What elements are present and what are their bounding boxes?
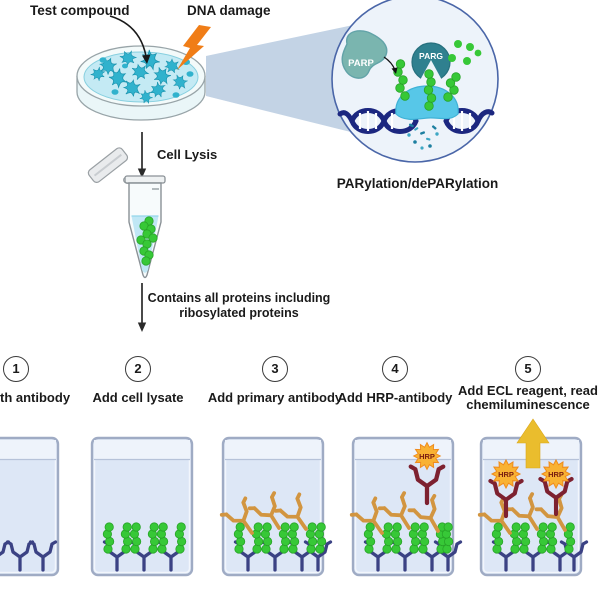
inset-circle: PARP PARG	[331, 0, 499, 163]
hrp-bursts: HRP HRP HRP	[413, 442, 571, 489]
step-2-label: Add cell lysate	[92, 390, 184, 405]
microcentrifuge-tube	[87, 147, 166, 279]
hrp-label: HRP	[498, 470, 514, 479]
par-dots	[448, 40, 482, 65]
dna-helix	[337, 108, 495, 134]
step-1-number: 1	[3, 356, 29, 382]
hrp-label: HRP	[419, 452, 435, 461]
step-1-label: th antibody	[0, 390, 71, 405]
tube-par-beads	[136, 216, 158, 266]
par-chains	[393, 59, 461, 111]
step-4-number: 4	[382, 356, 408, 382]
step-2-number: 2	[125, 356, 151, 382]
down-arrow-2	[137, 283, 147, 332]
step-4-label: Add HRP-antibody	[337, 390, 453, 405]
test-compound-label: Test compound	[30, 3, 130, 18]
cell-lysis-label: Cell Lysis	[157, 147, 218, 162]
lightning-bolt-icon	[177, 25, 211, 70]
parg-label: PARG	[419, 51, 443, 61]
up-arrow-icon	[516, 418, 550, 469]
down-arrow-1	[137, 132, 147, 178]
well-1	[0, 436, 60, 577]
test-compound-arrow	[109, 15, 151, 64]
parp-enzyme: PARP	[341, 30, 388, 79]
step-5-label: Add ECL reagent, read chemiluminescence	[458, 383, 598, 412]
step-3-label: Add primary antibody	[207, 390, 343, 405]
step-5-number: 5	[515, 356, 541, 382]
well-shells	[0, 436, 583, 577]
dna-debris	[407, 123, 439, 150]
parp-label: PARP	[348, 58, 374, 69]
reaction-arrow	[383, 56, 398, 74]
petri-dish	[76, 45, 206, 121]
dna-damage-label: DNA damage	[187, 3, 271, 18]
lysate-note: Contains all proteins including ribosyla…	[147, 291, 331, 320]
inset-caption: PARylation/dePARylation	[336, 176, 499, 191]
step-3-number: 3	[262, 356, 288, 382]
hrp-label: HRP	[548, 470, 564, 479]
